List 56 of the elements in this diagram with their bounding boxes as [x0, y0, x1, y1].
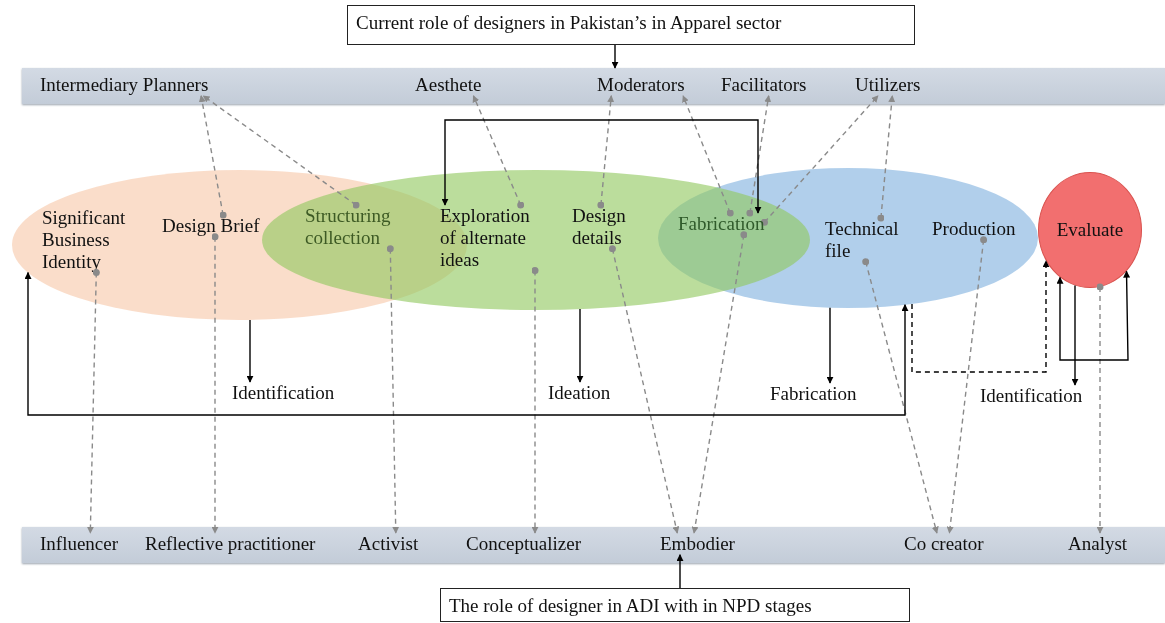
dashed-arrow — [472, 95, 525, 209]
dashed-arrow — [761, 95, 879, 226]
activity-label: Production — [932, 218, 1016, 240]
dashed-arrow — [682, 95, 734, 217]
activity-label: Exploration of alternate ideas — [440, 205, 545, 271]
dashed-arrow — [608, 245, 680, 534]
role-band — [22, 68, 1165, 104]
role-label: Conceptualizer — [466, 533, 581, 555]
dashed-arrow — [86, 269, 100, 534]
role-label: Embodier — [660, 533, 735, 555]
role-label: Facilitators — [721, 74, 807, 96]
dashed-arrow — [386, 245, 400, 534]
dashed-arrow — [862, 258, 939, 534]
arrow — [1071, 284, 1079, 386]
activity-label: Structuring collection — [305, 205, 400, 249]
arrow — [576, 308, 584, 383]
dashed-arrow — [691, 231, 748, 534]
arrow — [611, 44, 619, 69]
role-label: Utilizers — [855, 74, 921, 96]
dashed-arrow — [911, 260, 1050, 373]
dashed-arrow — [211, 233, 219, 534]
role-label: Co creator — [904, 533, 984, 555]
stage-label: Fabrication — [770, 383, 857, 405]
activity-label: Technical file — [825, 218, 917, 262]
dashed-arrow — [597, 95, 615, 209]
dashed-arrow — [531, 267, 539, 534]
arrow — [826, 307, 834, 384]
evaluate-circle: Evaluate — [1038, 172, 1142, 288]
role-band — [22, 527, 1165, 563]
activity-label: Fabrication — [678, 213, 765, 235]
activity-label: Significant Business Identity — [42, 207, 152, 273]
loop-arrow — [24, 271, 909, 416]
stage-label: Ideation — [548, 382, 611, 404]
dashed-arrow — [877, 95, 896, 222]
role-label: Analyst — [1068, 533, 1128, 555]
stage-label: Identification — [980, 385, 1083, 407]
stage-label: Identification — [232, 382, 335, 404]
caption-box: The role of designer in ADI with in NPD stages — [440, 588, 910, 622]
arrow — [246, 319, 254, 383]
dashed-arrow — [746, 95, 772, 217]
loop-arrow — [1056, 270, 1131, 361]
role-label: Moderators — [597, 74, 685, 96]
activity-label: Design details — [572, 205, 644, 249]
loop-arrow — [441, 119, 762, 214]
caption-box: Current role of designers in Pakistan’s in Apparel sector — [347, 5, 915, 45]
role-label: Influencer — [40, 533, 119, 555]
dashed-arrow — [202, 95, 360, 209]
role-label: Activist — [358, 533, 419, 555]
dashed-arrow — [198, 95, 227, 219]
role-label: Intermediary Planners — [40, 74, 209, 96]
dashed-arrow — [1096, 283, 1104, 534]
role-label: Reflective practitioner — [145, 533, 316, 555]
activity-label: Design Brief — [162, 215, 260, 237]
dashed-arrow — [946, 236, 988, 534]
arrow — [676, 554, 684, 589]
role-label: Aesthete — [415, 74, 482, 96]
